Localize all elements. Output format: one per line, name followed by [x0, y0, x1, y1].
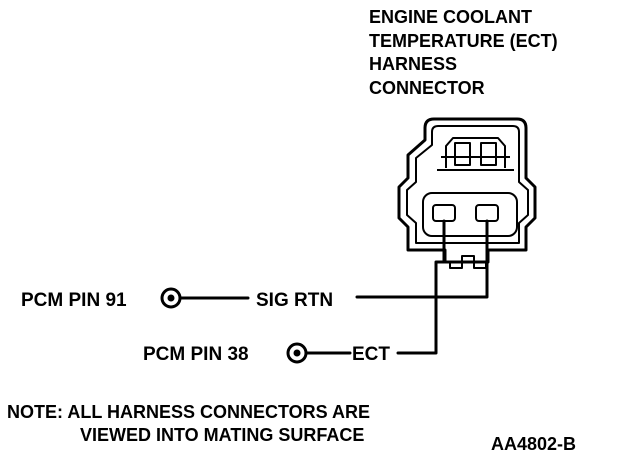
- connector-title-line-4: CONNECTOR: [369, 78, 485, 98]
- pcm-pin-38-label: PCM PIN 38: [143, 344, 249, 365]
- connector-inner-shell: [406, 125, 529, 244]
- pin-row-sig-rtn: PCM PIN 91 SIG RTN: [21, 287, 333, 311]
- note-line-2: VIEWED INTO MATING SURFACE: [80, 425, 364, 445]
- connector-title-line-2: TEMPERATURE (ECT): [369, 31, 558, 51]
- pcm-pin-38-terminal-icon: [286, 342, 308, 364]
- pcm-pin-91-label: PCM PIN 91: [21, 290, 127, 311]
- connector-mating-face: [422, 192, 518, 237]
- latch-slot-right: [480, 142, 497, 166]
- connector-outer-shell: [397, 117, 537, 264]
- terminal-cavity-right: [475, 204, 499, 222]
- connector-latch: [445, 137, 506, 168]
- pcm-pin-91-terminal-dot: [167, 294, 175, 302]
- wiring: [179, 219, 489, 355]
- pin-row-ect: PCM PIN 38 ECT: [143, 342, 390, 365]
- wire-ect: [396, 219, 446, 355]
- note-line-1: NOTE: ALL HARNESS CONNECTORS ARE: [7, 402, 370, 422]
- terminal-cavity-left: [432, 204, 456, 222]
- signal-sig-rtn-label: SIG RTN: [256, 290, 333, 311]
- connector-keyway: [449, 255, 487, 269]
- connector-title: ENGINE COOLANT TEMPERATURE (ECT) HARNESS…: [369, 7, 558, 98]
- pcm-pin-91-terminal-icon: [160, 287, 182, 309]
- wire-sig-rtn: [355, 219, 489, 299]
- signal-ect-label: ECT: [352, 344, 390, 365]
- note: NOTE: ALL HARNESS CONNECTORS ARE VIEWED …: [7, 402, 370, 445]
- pcm-pin-38-terminal-dot: [293, 349, 301, 357]
- latch-slot-left: [454, 142, 471, 166]
- figure-id: AA4802-B: [491, 434, 576, 454]
- harness-connector-drawing: [397, 117, 537, 269]
- connector-title-line-1: ENGINE COOLANT: [369, 7, 532, 27]
- connector-title-line-3: HARNESS: [369, 54, 457, 74]
